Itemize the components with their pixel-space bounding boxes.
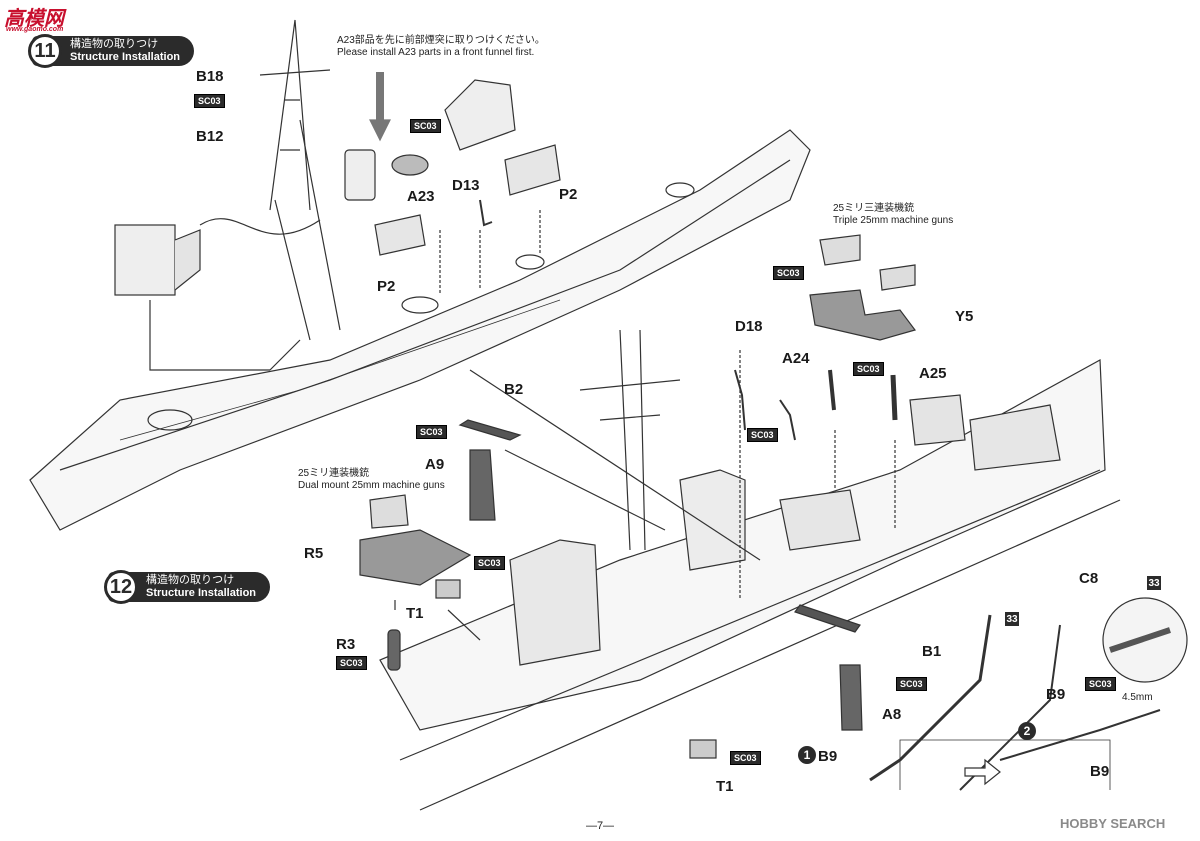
step-title-jp: 構造物の取りつけ: [146, 574, 235, 586]
page-number: —7—: [585, 820, 615, 832]
part-label-b9: B9: [818, 748, 838, 765]
substep-2-marker: 2: [1018, 722, 1036, 740]
part-label-b1: B1: [922, 643, 942, 660]
step-title-jp: 構造物の取りつけ: [70, 38, 159, 50]
sc03-tag: SC03: [747, 428, 778, 442]
note-a23: A23部品を先に前部煙突に取りつけください。 Please install A2…: [337, 35, 545, 58]
part-label-b18: B18: [196, 68, 224, 85]
sc03-tag: SC03: [474, 556, 505, 570]
part-label-y5: Y5: [955, 308, 974, 325]
part-label-b9: B9: [1090, 763, 1110, 780]
part-label-t1: T1: [406, 605, 424, 622]
part-label-p2: P2: [559, 186, 578, 203]
note-dual-guns: 25ミリ連装機銃 Dual mount 25mm machine guns: [298, 468, 445, 491]
part-label-d13: D13: [452, 177, 480, 194]
part-label-a25: A25: [919, 365, 947, 382]
sc03-tag: SC03: [1085, 677, 1116, 691]
sc03-tag: SC03: [773, 266, 804, 280]
part-label-t1: T1: [716, 778, 734, 795]
watermark: HOBBY SEARCH: [1060, 816, 1166, 831]
paint-number-box: 33: [1147, 576, 1161, 590]
step-number: 11: [28, 34, 62, 68]
part-label-a8: A8: [882, 706, 902, 723]
paint-number-box: 33: [1005, 612, 1019, 626]
part-label-p2: P2: [377, 278, 396, 295]
measurement-label: 4.5mm: [1122, 692, 1153, 703]
step-12-badge: 12 構造物の取りつけ Structure Installation: [104, 570, 271, 604]
substep-1-marker: 1: [798, 746, 816, 764]
part-label-c8: C8: [1079, 570, 1099, 587]
site-logo: 高模网: [4, 2, 64, 31]
sc03-tag: SC03: [853, 362, 884, 376]
step-title-en: Structure Installation: [70, 51, 181, 63]
step-number: 12: [104, 570, 138, 604]
sc03-tag: SC03: [896, 677, 927, 691]
sc03-tag: SC03: [194, 94, 225, 108]
sc03-tag: SC03: [410, 119, 441, 133]
sc03-tag: SC03: [336, 656, 367, 670]
part-label-a9: A9: [425, 456, 445, 473]
note-triple-guns: 25ミリ三連装機銃 Triple 25mm machine guns: [833, 203, 954, 226]
step-title-en: Structure Installation: [146, 587, 257, 599]
part-label-b9: B9: [1046, 686, 1066, 703]
part-label-a24: A24: [782, 350, 810, 367]
part-label-r5: R5: [304, 545, 324, 562]
site-logo-url: www.gaomo.com: [6, 26, 64, 33]
part-label-b2: B2: [504, 381, 524, 398]
part-label-d18: D18: [735, 318, 763, 335]
sc03-tag: SC03: [730, 751, 761, 765]
part-label-b12: B12: [196, 128, 224, 145]
sc03-tag: SC03: [416, 425, 447, 439]
part-label-a23: A23: [407, 188, 435, 205]
part-label-r3: R3: [336, 636, 356, 653]
logo-text: 高模网: [4, 8, 64, 30]
step-11-badge: 11 構造物の取りつけ Structure Installation: [28, 34, 195, 68]
